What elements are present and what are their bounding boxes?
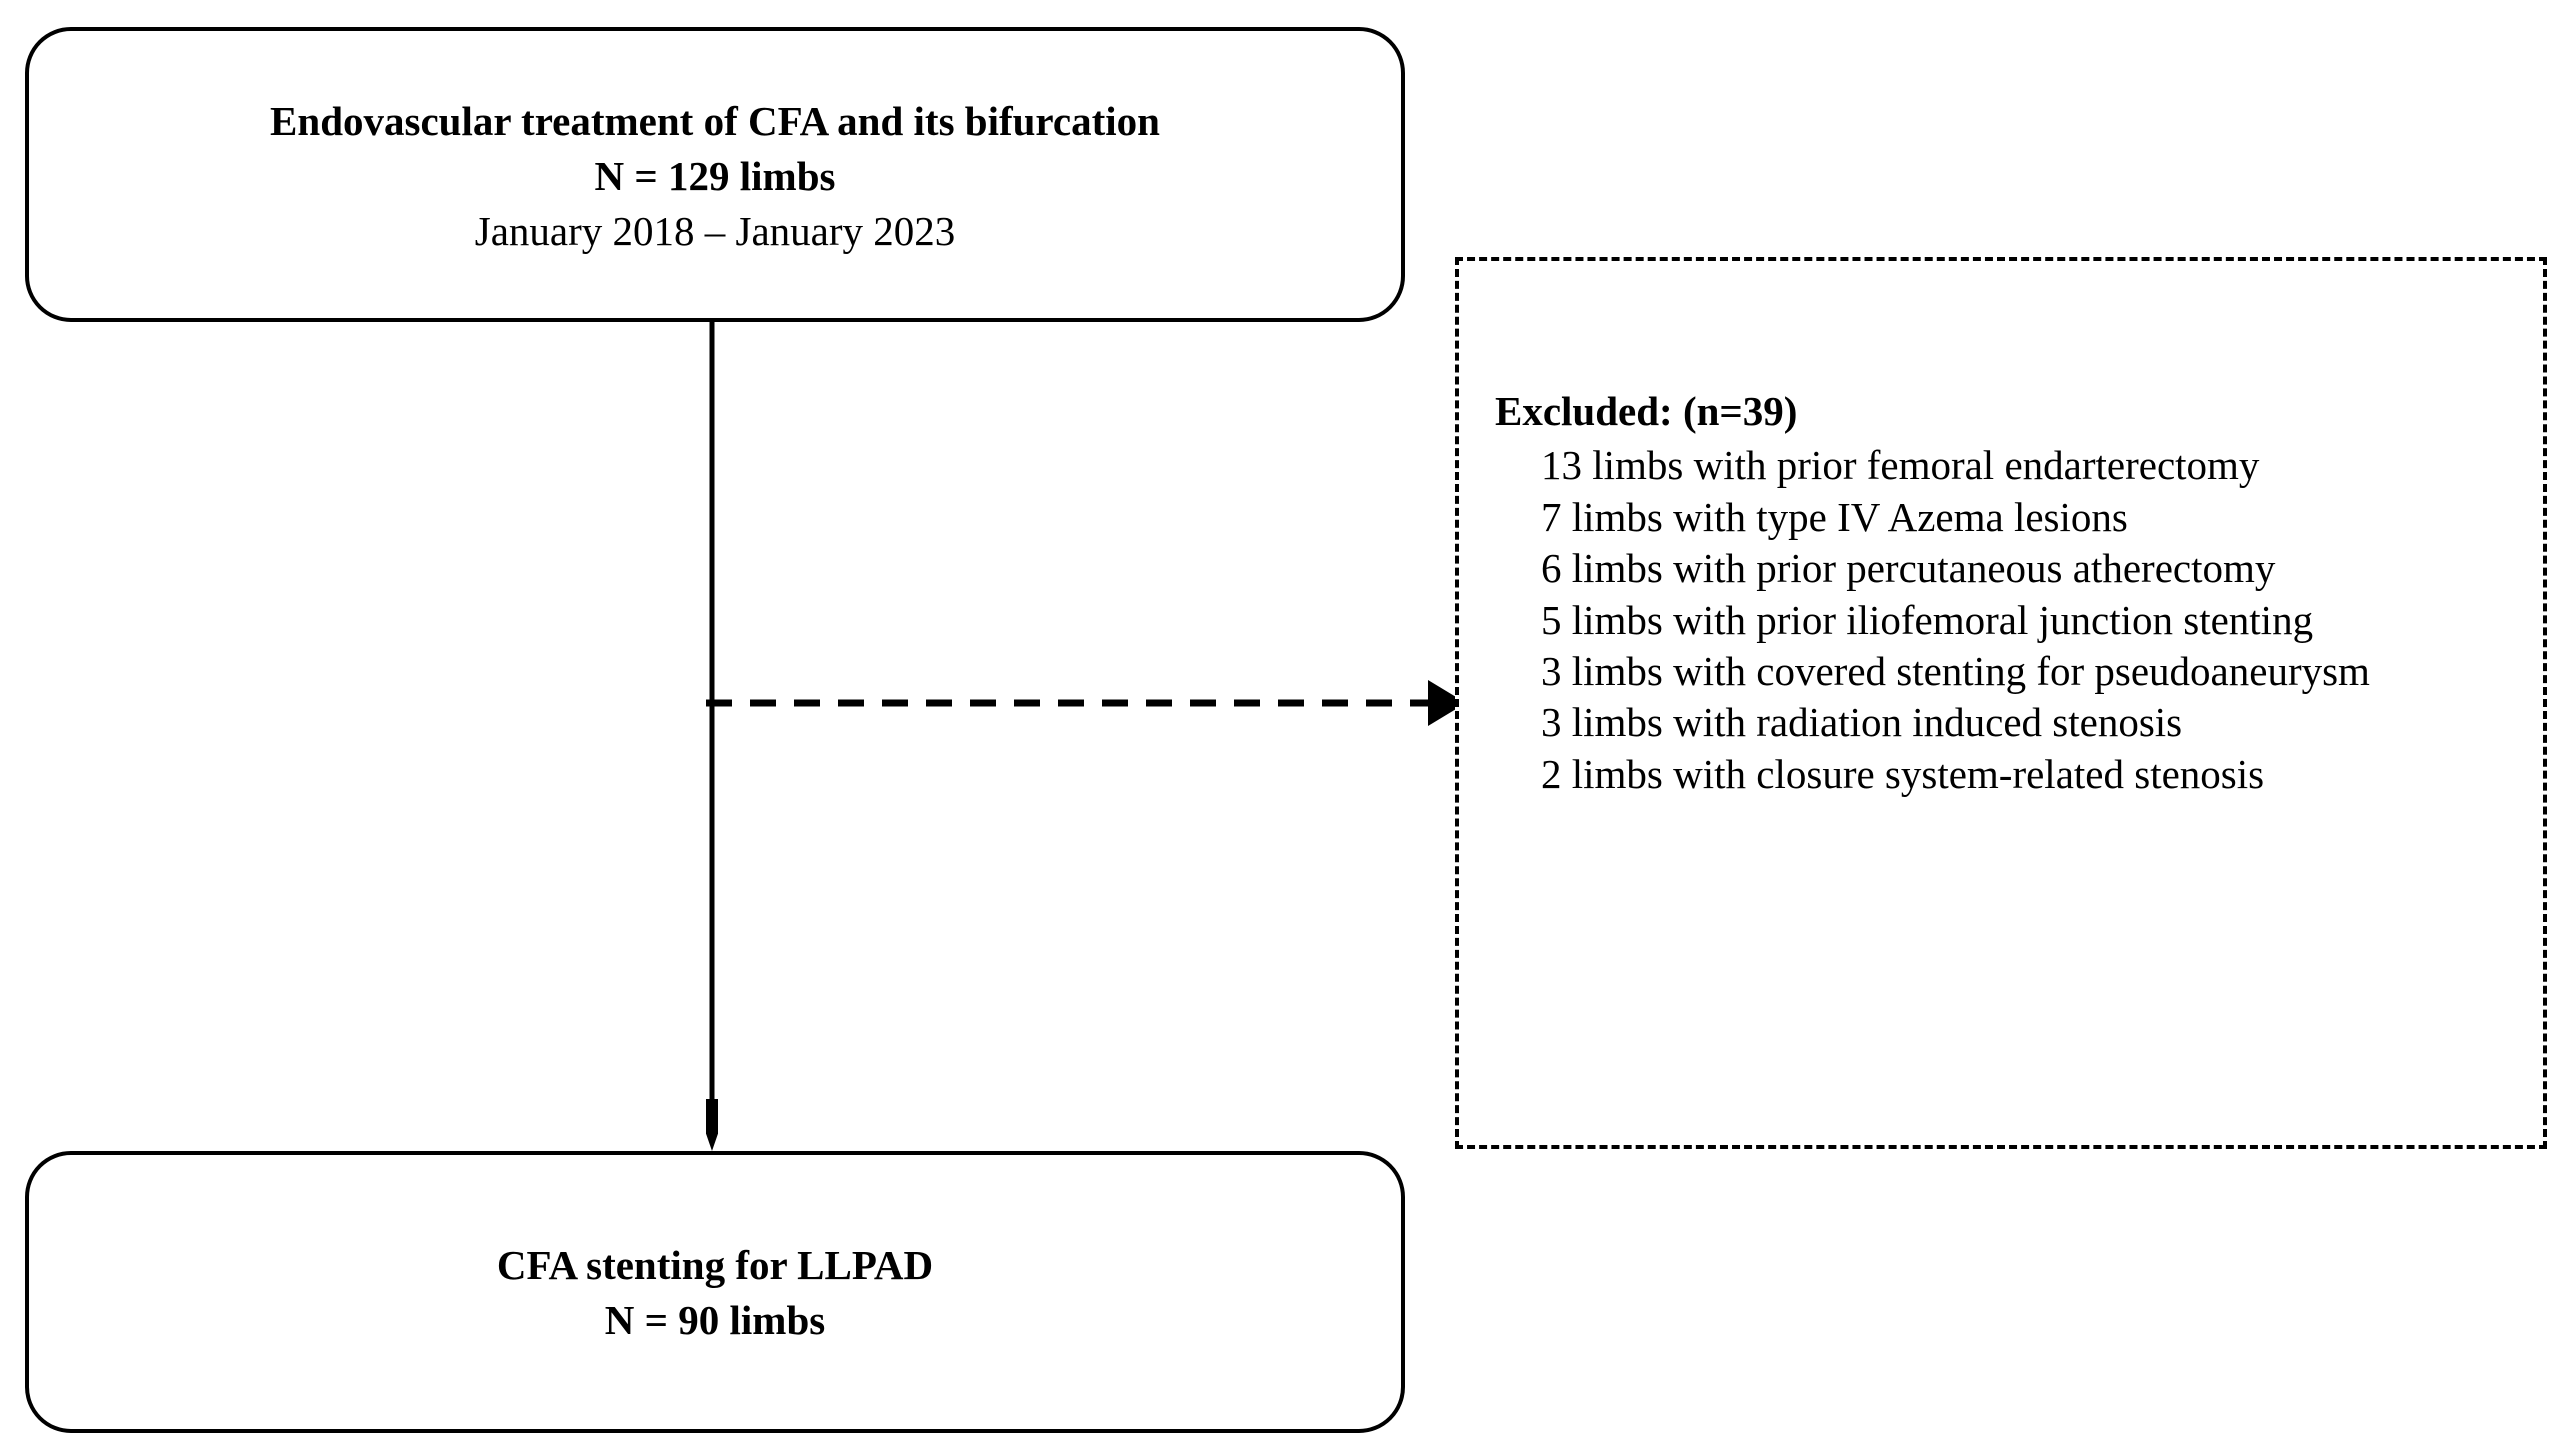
list-item: 7 limbs with type IV Azema lesions — [1541, 493, 2128, 540]
node-top-line-1: Endovascular treatment of CFA and its bi… — [270, 98, 1160, 145]
list-item: 13 limbs with prior femoral endarterecto… — [1541, 442, 2260, 489]
node-excluded-list: 13 limbs with prior femoral endarterecto… — [1495, 440, 2525, 800]
connector-vertical-arrow — [706, 318, 718, 1151]
node-bottom-line-2: N = 90 limbs — [604, 1297, 826, 1343]
node-bottom-cohort: CFA stenting for LLPAD N = 90 limbs — [25, 1151, 1405, 1433]
list-item: 3 limbs with covered stenting for pseudo… — [1541, 648, 2370, 694]
list-item: 6 limbs with prior percutaneous atherect… — [1541, 545, 2276, 592]
node-excluded-content: Excluded: (n=39) 13 limbs with prior fem… — [1495, 387, 2525, 800]
node-excluded: Excluded: (n=39) 13 limbs with prior fem… — [1455, 257, 2547, 1149]
list-item: 3 limbs with radiation induced stenosis — [1541, 699, 2183, 746]
node-top-text-stack: Endovascular treatment of CFA and its bi… — [270, 94, 1160, 259]
node-excluded-title: Excluded: (n=39) — [1495, 388, 1798, 434]
connector-dashed-arrow — [706, 680, 1466, 726]
node-top-cohort: Endovascular treatment of CFA and its bi… — [25, 27, 1405, 322]
node-bottom-line-1: CFA stenting for LLPAD — [496, 1242, 934, 1289]
node-bottom-text-stack: CFA stenting for LLPAD N = 90 limbs — [497, 1238, 933, 1348]
list-item: 2 limbs with closure system-related sten… — [1541, 750, 2265, 797]
list-item: 5 limbs with prior iliofemoral junction … — [1541, 596, 2314, 643]
node-top-line-3: January 2018 – January 2023 — [474, 207, 956, 254]
node-top-line-2: N = 129 limbs — [594, 153, 836, 200]
